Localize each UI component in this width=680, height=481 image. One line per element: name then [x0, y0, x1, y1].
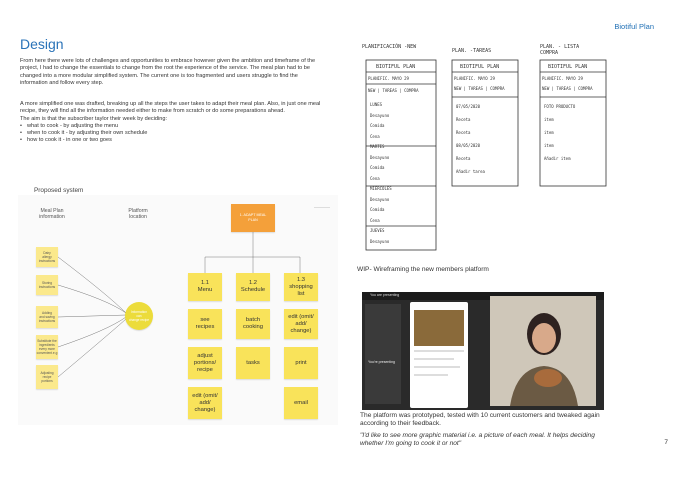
sketch-row: Cena	[370, 217, 380, 223]
sketch-logo: BIOTIFUL PLAN	[376, 64, 416, 70]
page-number: 7	[664, 439, 668, 446]
customer-quote: "I'd like to see more graphic material i…	[360, 432, 595, 448]
menu-note: 1.1 Menu	[188, 273, 222, 301]
sticky-note: Adjusting recipe portions	[36, 365, 58, 389]
section-heading: Design	[20, 36, 64, 52]
sticky-note: Storing instructions	[36, 275, 58, 295]
sketch-row: 07/05/2020	[456, 104, 481, 109]
sketch-tabs: NEW | TAREAS | COMPRA	[368, 88, 419, 93]
sketch-row: FOTO PRODUCTO	[544, 104, 576, 109]
shopping-list-note: 1.3 shopping list	[284, 273, 318, 301]
sketch-row: MARTES	[370, 144, 385, 149]
sketch-tabs: NEW | TAREAS | COMPRA	[542, 86, 593, 91]
sketch-row: item	[544, 130, 554, 135]
bullet-item: what to cook - by adjusting the menu	[20, 123, 322, 131]
tasks-note: tasks	[236, 347, 270, 379]
sketch-row: Cena	[370, 133, 380, 139]
column-header-meal-plan: Meal Plan information	[39, 208, 65, 221]
sketch-row: Comida	[370, 123, 385, 128]
divider	[414, 366, 460, 368]
phone-prototype	[410, 302, 468, 408]
sketch-row: Añadir tarea	[456, 169, 485, 174]
sketch-task-list: 07/05/2020 Receta Receta 08/05/2020 Rece…	[456, 100, 516, 178]
brand-title: Biotiful Plan	[614, 22, 654, 31]
meal-photo	[414, 310, 464, 346]
sticky-note: Dairy allergy instructions	[36, 247, 58, 267]
sticky-note: Substitute the ingredients every more co…	[36, 335, 58, 359]
participant-sidebar: You're presenting	[365, 304, 401, 404]
sketch-week: PLANIFIC. MAYO 29	[368, 76, 409, 81]
divider	[314, 207, 330, 208]
prototype-test-screenshot: You are presenting You're presenting	[362, 292, 604, 410]
sketch-day-list: LUNES Desayuno Comida Cena MARTES Desayu…	[370, 100, 434, 247]
sketch-row: Receta	[456, 130, 471, 135]
wip-caption: WIP- Wireframing the new members platfor…	[357, 266, 489, 273]
bullet-item: how to cook it - in one or two goes	[20, 137, 322, 145]
sketch-week: PLANIFIC. MAYO 29	[454, 76, 495, 81]
sketch-row: 08/05/2020	[456, 143, 481, 148]
schedule-note: 1.2 Schedule	[236, 273, 270, 301]
sketch-row: JUEVES	[370, 228, 385, 233]
sketch-row: Desayuno	[370, 238, 390, 244]
sketch-row: item	[544, 117, 554, 122]
sketch-week: PLANIFIC. MAYO 29	[542, 76, 583, 81]
sketch-title: PLAN. -TAREAS	[452, 48, 492, 54]
wireframe-sketches: PLANIFICACIÓN -NEW PLAN. -TAREAS PLAN. -…	[340, 42, 640, 258]
sketch-row: Receta	[456, 156, 471, 161]
intro-paragraph: From here there were lots of challenges …	[20, 58, 316, 86]
center-info-note: Information can change recipe	[125, 302, 153, 330]
approach-text: A more simplified one was drafted, break…	[20, 101, 321, 115]
sketch-row: Comida	[370, 165, 385, 170]
sketch-logo: BIOTIFUL PLAN	[548, 64, 588, 70]
batch-cooking-note: batch cooking	[236, 309, 270, 339]
sketch-shopping-list: FOTO PRODUCTO item item item Añadir item	[544, 100, 604, 165]
sketch-row: MIÉRCOLES	[370, 186, 392, 191]
print-note: print	[284, 347, 318, 379]
approach-paragraph: A more simplified one was drafted, break…	[20, 101, 322, 145]
sketch-row: Desayuno	[370, 154, 390, 160]
sketch-row: Receta	[456, 117, 471, 122]
sketch-frames	[365, 59, 607, 251]
participant-figure	[510, 313, 578, 406]
participant-video	[490, 296, 596, 406]
aim-text: The aim is that the subscriber taylor th…	[20, 115, 168, 122]
call-top-bar: You are presenting	[362, 292, 604, 300]
column-header-platform: Platform location	[128, 208, 148, 221]
divider	[414, 374, 448, 376]
divider	[414, 350, 464, 352]
sketch-row: Desayuno	[370, 112, 390, 118]
sketch-logo: BIOTIFUL PLAN	[460, 64, 500, 70]
see-recipes-note: see recipes	[188, 309, 222, 339]
adapt-meal-plan-note: 1. ADAPT MEAL PLAN	[231, 204, 275, 232]
sketch-row: Añadir item	[544, 156, 571, 161]
presenting-label: You're presenting	[368, 360, 396, 364]
sketch-row: Comida	[370, 207, 385, 212]
sketch-tabs: NEW | TAREAS | COMPRA	[454, 86, 505, 91]
proposed-system-board: Meal Plan information Platform location …	[18, 195, 338, 425]
presenting-label: You are presenting	[370, 293, 400, 297]
connector-lines	[57, 232, 301, 378]
sketch-row: Cena	[370, 175, 380, 181]
sketch-row: item	[544, 143, 554, 148]
edit-recipe-note: edit (omit/ add/ change)	[188, 387, 222, 419]
bullet-item: when to cook it - by adjusting their own…	[20, 130, 322, 138]
prototype-test-paragraph: The platform was prototyped, tested with…	[360, 412, 600, 428]
divider	[414, 358, 454, 360]
proposed-system-title: Proposed system	[34, 187, 84, 194]
sketch-row: LUNES	[370, 102, 383, 107]
sketch-row: Desayuno	[370, 196, 390, 202]
email-note: email	[284, 387, 318, 419]
sketch-title: PLANIFICACIÓN -NEW	[362, 44, 417, 50]
sketch-title: PLAN. - LISTA COMPRA	[540, 44, 580, 56]
sticky-note: Adding and saving instructions	[36, 306, 58, 328]
adjust-portions-note: adjust portions/ recipe	[188, 347, 222, 379]
edit-shopping-note: edit (omit/ add/ change)	[284, 309, 318, 339]
